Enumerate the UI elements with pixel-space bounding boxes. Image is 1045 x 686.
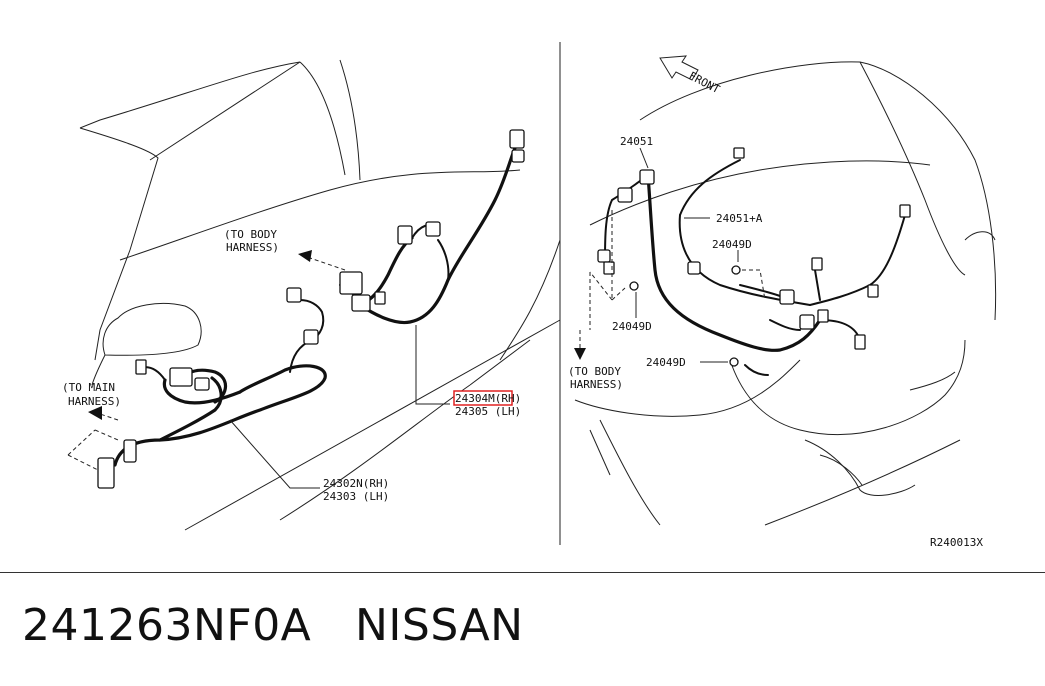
label-part-24051a: 24051+A — [716, 212, 763, 225]
label-drawing-code: R240013X — [930, 536, 983, 549]
footer-divider — [0, 572, 1045, 573]
label-to-body-harness-left-2: HARNESS) — [226, 241, 279, 254]
part-number: 241263NF0A — [22, 600, 312, 651]
right-harness-connectors — [597, 147, 911, 367]
label-part-24051: 24051 — [620, 135, 653, 148]
label-part-24305-lh: 24305 (LH) — [455, 405, 521, 418]
left-leader-lines — [229, 325, 450, 489]
right-body-outline — [574, 61, 997, 526]
label-to-body-harness-left-1: (TO BODY — [224, 228, 277, 241]
label-to-body-harness-right-1: (TO BODY — [568, 365, 621, 378]
label-part-24304m-rh: 24304M(RH) — [455, 392, 521, 405]
front-arrow — [659, 55, 699, 81]
label-front: FRONT — [687, 69, 723, 96]
brand-name: NISSAN — [355, 600, 524, 651]
wiring-diagram: (TO BODY HARNESS) (TO MAIN HARNESS) 2430… — [62, 42, 997, 549]
label-part-24049d-1: 24049D — [712, 238, 752, 251]
left-harness-connectors — [97, 129, 525, 489]
right-harness-dashes — [574, 210, 766, 360]
label-part-24302n-rh: 24302N(RH) — [323, 477, 389, 490]
highlight-box-24304m — [453, 390, 513, 406]
label-part-24049d-3: 24049D — [646, 356, 686, 369]
right-leader-lines — [635, 147, 739, 363]
left-harness-arrows — [67, 250, 346, 471]
left-body-outline — [79, 59, 561, 531]
label-part-24303-lh: 24303 (LH) — [323, 490, 389, 503]
label-to-body-harness-right-2: HARNESS) — [570, 378, 623, 391]
label-part-24049d-2: 24049D — [612, 320, 652, 333]
label-to-main-harness-2: HARNESS) — [68, 395, 121, 408]
label-to-main-harness-1: (TO MAIN — [62, 381, 115, 394]
